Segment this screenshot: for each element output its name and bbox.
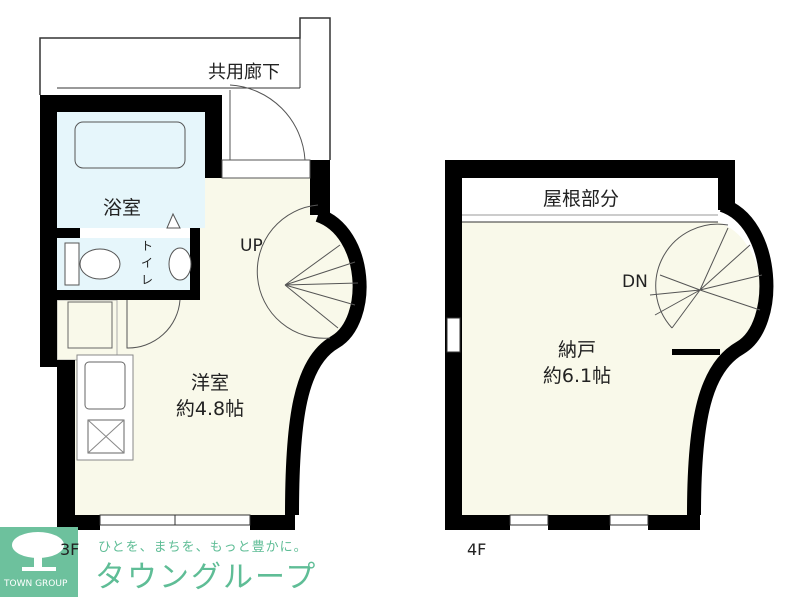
corridor-outline [39,17,331,160]
window-4f [609,514,649,526]
room-4f-label: 納戸 約6.1帖 [532,337,622,389]
room-4f-floor [462,222,762,515]
window-4f [509,514,549,526]
logo-tagline: ひとを、まちを、もっと豊かに。 [98,540,308,555]
stairs-down-label: DN [622,272,648,292]
town-group-logo: TOWN GROUP [0,527,78,597]
bathroom-label: 浴室 [103,197,142,219]
bathtub-icon [74,121,186,169]
toilet-tank-icon [64,242,80,286]
sink-icon [168,247,192,281]
curved-wall-3f [285,208,367,516]
room-4f-size: 約6.1帖 [542,365,612,387]
room-3f-size: 約4.8帖 [175,398,245,420]
washer-space [56,299,118,361]
corridor-label: 共用廊下 [208,62,280,83]
roof-label: 屋根部分 [543,188,620,210]
toilet-label: トイレ [141,239,154,287]
curved-wall-4f [687,198,774,516]
stairs-up-label: UP [240,236,263,256]
bath-door-icon [166,212,181,229]
logo-brand-name: タウングループ [95,560,318,595]
room-3f-label: 洋室 約4.8帖 [165,370,255,422]
spiral-stairs-3f [256,204,359,339]
floor-3f-label: 3F [60,540,80,559]
walls-3f [40,95,330,530]
door-arc [126,299,181,349]
entrance [221,159,311,179]
stove-cross [87,419,125,454]
tree-icon [12,532,64,571]
window-4f-side [446,317,461,353]
room-4f-name: 納戸 [557,339,596,361]
toilet-bowl-icon [79,248,121,280]
spiral-stairs-4f [649,223,763,355]
room-3f-name: 洋室 [190,372,229,394]
walls-4f [445,160,735,530]
floor-4f-label: 4F [467,540,487,559]
kitchen-sink-icon [84,361,126,410]
logo-company-name: TOWN GROUP [4,579,68,589]
entrance-door-arc [229,84,306,161]
washer-icon [67,301,113,349]
